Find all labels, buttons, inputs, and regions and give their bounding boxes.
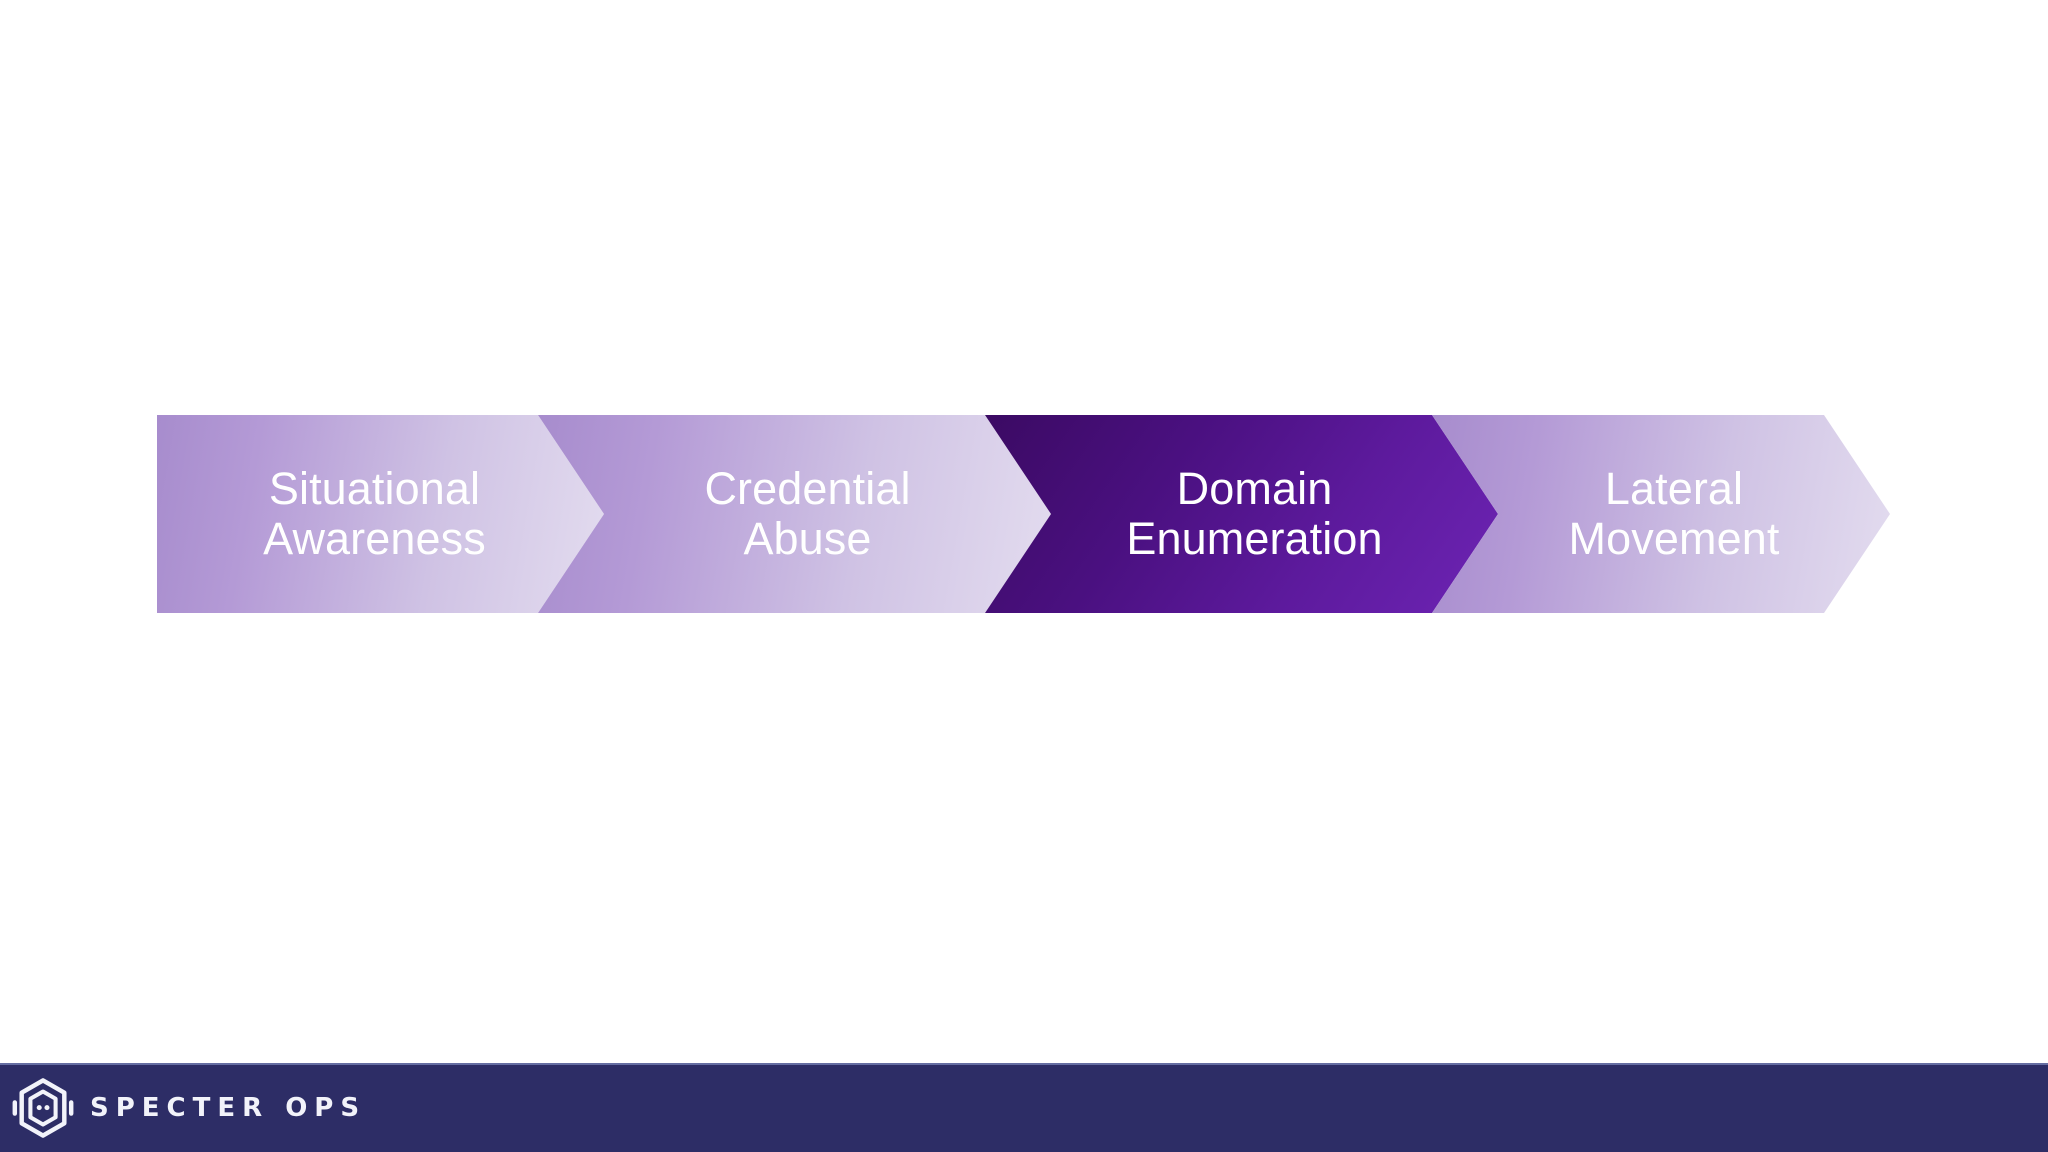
process-step-label: Credential Abuse bbox=[704, 463, 911, 564]
process-step-label: Situational Awareness bbox=[263, 463, 486, 564]
process-step-situational-awareness[interactable]: Situational Awareness bbox=[157, 415, 604, 613]
brand-wordmark: SPECTER OPS bbox=[90, 1092, 367, 1123]
process-chevron-band: Situational Awareness Credential Abuse D… bbox=[157, 415, 1890, 613]
footer-top-hairline bbox=[0, 1063, 2048, 1065]
process-step-label: Domain Enumeration bbox=[1126, 463, 1383, 564]
process-step-domain-enumeration[interactable]: Domain Enumeration bbox=[985, 415, 1498, 613]
process-step-label: Lateral Movement bbox=[1568, 463, 1780, 564]
footer-bar: SPECTER OPS bbox=[0, 1063, 2048, 1152]
specterops-hexagon-logo-icon bbox=[12, 1077, 74, 1138]
process-step-credential-abuse[interactable]: Credential Abuse bbox=[538, 415, 1051, 613]
brand-lockup: SPECTER OPS bbox=[12, 1077, 366, 1139]
process-step-lateral-movement[interactable]: Lateral Movement bbox=[1432, 415, 1890, 613]
